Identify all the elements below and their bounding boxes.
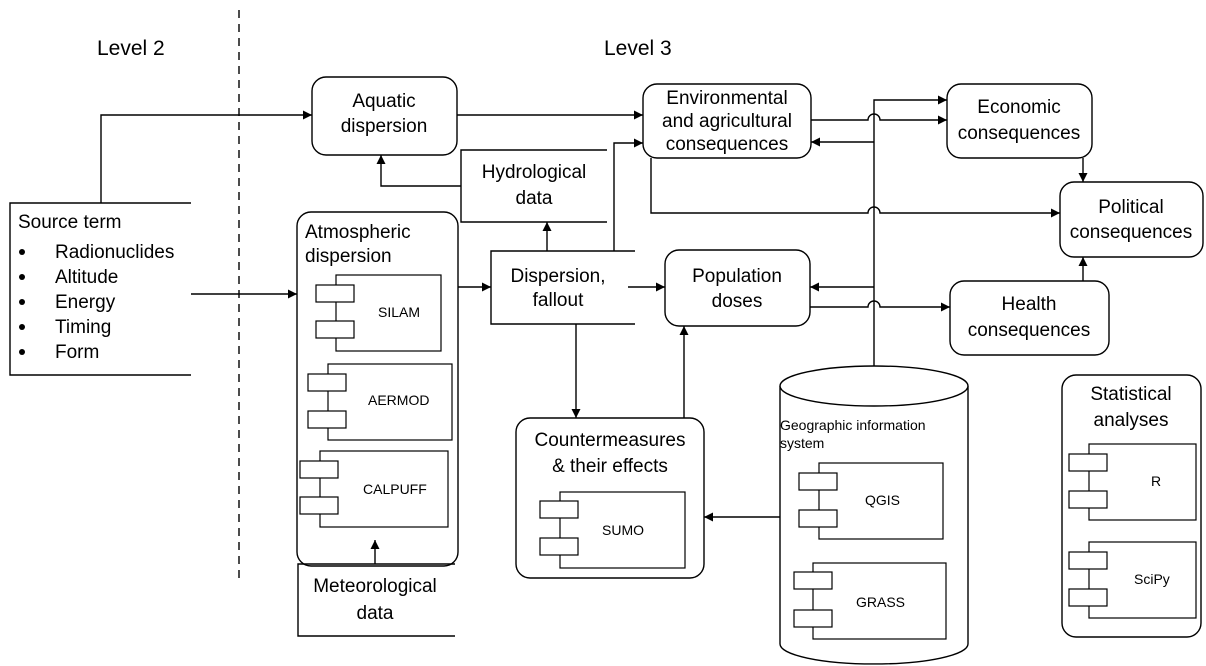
arrow-population-to-health (810, 300, 950, 312)
sumo-component: SUMO (539, 491, 686, 569)
connectors (100, 95, 1088, 564)
atmospheric-dispersion-box: Atmospheric dispersion SILAM AERMOD CALP… (296, 211, 459, 567)
gis-line2: system (780, 435, 824, 451)
economic-line1: Economic (977, 97, 1060, 118)
meteorological-line2: data (357, 603, 394, 624)
statistical-line1: Statistical (1090, 384, 1171, 405)
dispersion-fallout-line1: Dispersion, (510, 266, 605, 287)
sumo-label: SUMO (602, 522, 644, 538)
source-term-item: Altitude (55, 267, 118, 288)
arrow-source-to-aquatic (100, 110, 312, 203)
silam-component: SILAM (315, 274, 442, 352)
scipy-component: SciPy (1068, 541, 1197, 619)
aquatic-line1: Aquatic (352, 91, 415, 112)
environmental-line3: consequences (666, 134, 789, 155)
arrow-environmental-to-political (650, 158, 1060, 218)
source-term-item: Form (55, 342, 99, 363)
level3-label: Level 3 (604, 37, 672, 60)
aermod-label: AERMOD (368, 392, 429, 408)
environmental-consequences-box: Environmental and agricultural consequen… (642, 83, 812, 159)
environmental-line1: Environmental (666, 88, 787, 109)
r-label: R (1151, 473, 1161, 489)
political-line2: consequences (1070, 222, 1193, 243)
countermeasures-line2: & their effects (552, 456, 668, 477)
dispersion-fallout-box: Dispersion, fallout (490, 250, 635, 325)
calpuff-label: CALPUFF (363, 481, 427, 497)
countermeasures-box: Countermeasures & their effects SUMO (515, 417, 705, 579)
arrow-environmental-to-economic (811, 113, 947, 125)
meteorological-data-box: Meteorological data (297, 563, 455, 637)
source-term-title: Source term (18, 212, 121, 233)
political-line1: Political (1098, 197, 1163, 218)
arrow-hydrological-to-aquatic (376, 155, 461, 187)
population-doses-box: Population doses (664, 249, 811, 327)
grass-component: GRASS (793, 562, 947, 640)
aquatic-dispersion-box: Aquatic dispersion (311, 76, 458, 156)
atmospheric-title-line1: Atmospheric (305, 222, 411, 243)
hydrological-line2: data (516, 188, 553, 209)
qgis-component: QGIS (798, 462, 944, 540)
meteorological-line1: Meteorological (313, 576, 437, 597)
population-line2: doses (712, 291, 763, 312)
countermeasures-line1: Countermeasures (534, 430, 685, 451)
level2-label: Level 2 (97, 37, 165, 60)
population-line1: Population (692, 266, 782, 287)
gis-line1: Geographic information (780, 417, 926, 433)
political-consequences-box: Political consequences (1059, 181, 1204, 258)
statistical-line2: analyses (1094, 410, 1169, 431)
grass-label: GRASS (856, 594, 905, 610)
source-term-box: Source term Radionuclides Altitude Energ… (9, 202, 191, 376)
hydrological-data-box: Hydrological data (460, 149, 607, 223)
line-gis-vertical (873, 99, 881, 366)
qgis-label: QGIS (865, 492, 900, 508)
environmental-line2: and agricultural (662, 111, 792, 132)
health-line1: Health (1002, 294, 1057, 315)
aermod-component: AERMOD (307, 363, 453, 441)
economic-consequences-box: Economic consequences (946, 83, 1093, 159)
aquatic-line2: dispersion (341, 116, 428, 137)
health-consequences-box: Health consequences (949, 280, 1110, 356)
hydrological-line1: Hydrological (482, 162, 587, 183)
source-term-item: Energy (55, 292, 116, 313)
r-component: R (1068, 443, 1197, 521)
silam-label: SILAM (378, 304, 420, 320)
scipy-label: SciPy (1134, 571, 1170, 587)
source-term-item: Timing (55, 317, 111, 338)
health-line2: consequences (968, 320, 1091, 341)
calpuff-component: CALPUFF (299, 450, 449, 528)
statistical-analyses-box: Statistical analyses R SciPy (1061, 374, 1202, 638)
atmospheric-title-line2: dispersion (305, 246, 392, 267)
gis-cylinder: Geographic information system QGIS GRASS (779, 365, 969, 665)
economic-line2: consequences (958, 123, 1081, 144)
arrow-dispersion-to-environmental (613, 138, 643, 251)
dispersion-fallout-line2: fallout (533, 290, 584, 311)
source-term-item: Radionuclides (55, 242, 174, 263)
